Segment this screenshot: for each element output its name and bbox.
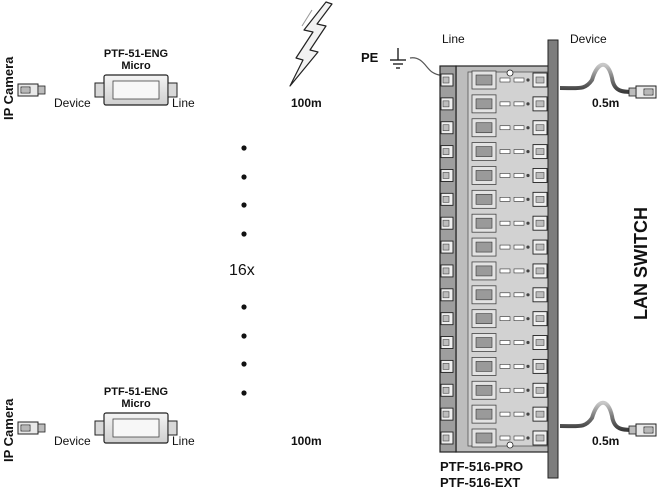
rj45-plug-icon	[628, 423, 657, 437]
panel-channel	[440, 333, 548, 352]
converter-1-subtitle: Micro	[121, 60, 151, 72]
rj45-plug-icon	[628, 85, 657, 99]
panel-channel	[440, 428, 548, 448]
lightning-icon	[289, 1, 333, 87]
panel-channel	[440, 261, 548, 281]
panel-model-2: PTF-516-EXT	[440, 475, 521, 490]
camera-2-distance: 100m	[291, 434, 322, 448]
protector-panel	[439, 39, 559, 479]
converter-2-title: PTF-51-ENG	[103, 386, 169, 398]
camera-1-link	[17, 74, 445, 106]
patch-bottom-length: 0.5m	[592, 434, 620, 448]
panel-channel	[440, 118, 548, 138]
panel-channel	[440, 356, 548, 376]
camera-2-device-label: Device	[54, 434, 91, 448]
panel-channel	[440, 404, 548, 424]
pe-label: PE	[361, 50, 379, 65]
converter-1-title: PTF-51-ENG	[103, 48, 169, 60]
patch-cord-top	[559, 62, 657, 99]
patch-cord-bottom	[559, 400, 657, 437]
panel-channel	[440, 94, 548, 114]
converter-box	[94, 74, 178, 106]
camera-1-distance: 100m	[291, 96, 322, 110]
camera-2-line-label: Line	[172, 434, 195, 448]
camera-1-line-label: Line	[172, 96, 195, 110]
panel-channel	[440, 285, 548, 305]
ellipsis-dots	[241, 145, 247, 396]
panel-channel	[440, 189, 548, 209]
camera-1-device-label: Device	[54, 96, 91, 110]
camera-2-link	[17, 412, 445, 444]
patch-top-length: 0.5m	[592, 96, 620, 110]
panel-channel	[440, 213, 548, 233]
panel-channel	[440, 237, 548, 257]
panel-line-label: Line	[442, 32, 465, 46]
panel-device-label: Device	[570, 32, 607, 46]
panel-channel	[440, 309, 548, 329]
camera-1-label: IP Camera	[1, 56, 16, 120]
panel-channel	[440, 166, 548, 185]
panel-channel	[440, 142, 548, 162]
multiplier-label: 16x	[229, 262, 255, 279]
panel-model-1: PTF-516-PRO	[440, 459, 524, 474]
rj45-plug-icon	[17, 83, 46, 97]
converter-2-subtitle: Micro	[121, 398, 151, 410]
converter-box	[94, 412, 178, 444]
panel-channel	[440, 380, 548, 400]
panel-channel	[440, 70, 548, 90]
camera-2-label: IP Camera	[1, 398, 16, 462]
rj45-plug-icon	[17, 421, 46, 435]
switch-label: LAN SWITCH	[631, 207, 651, 320]
